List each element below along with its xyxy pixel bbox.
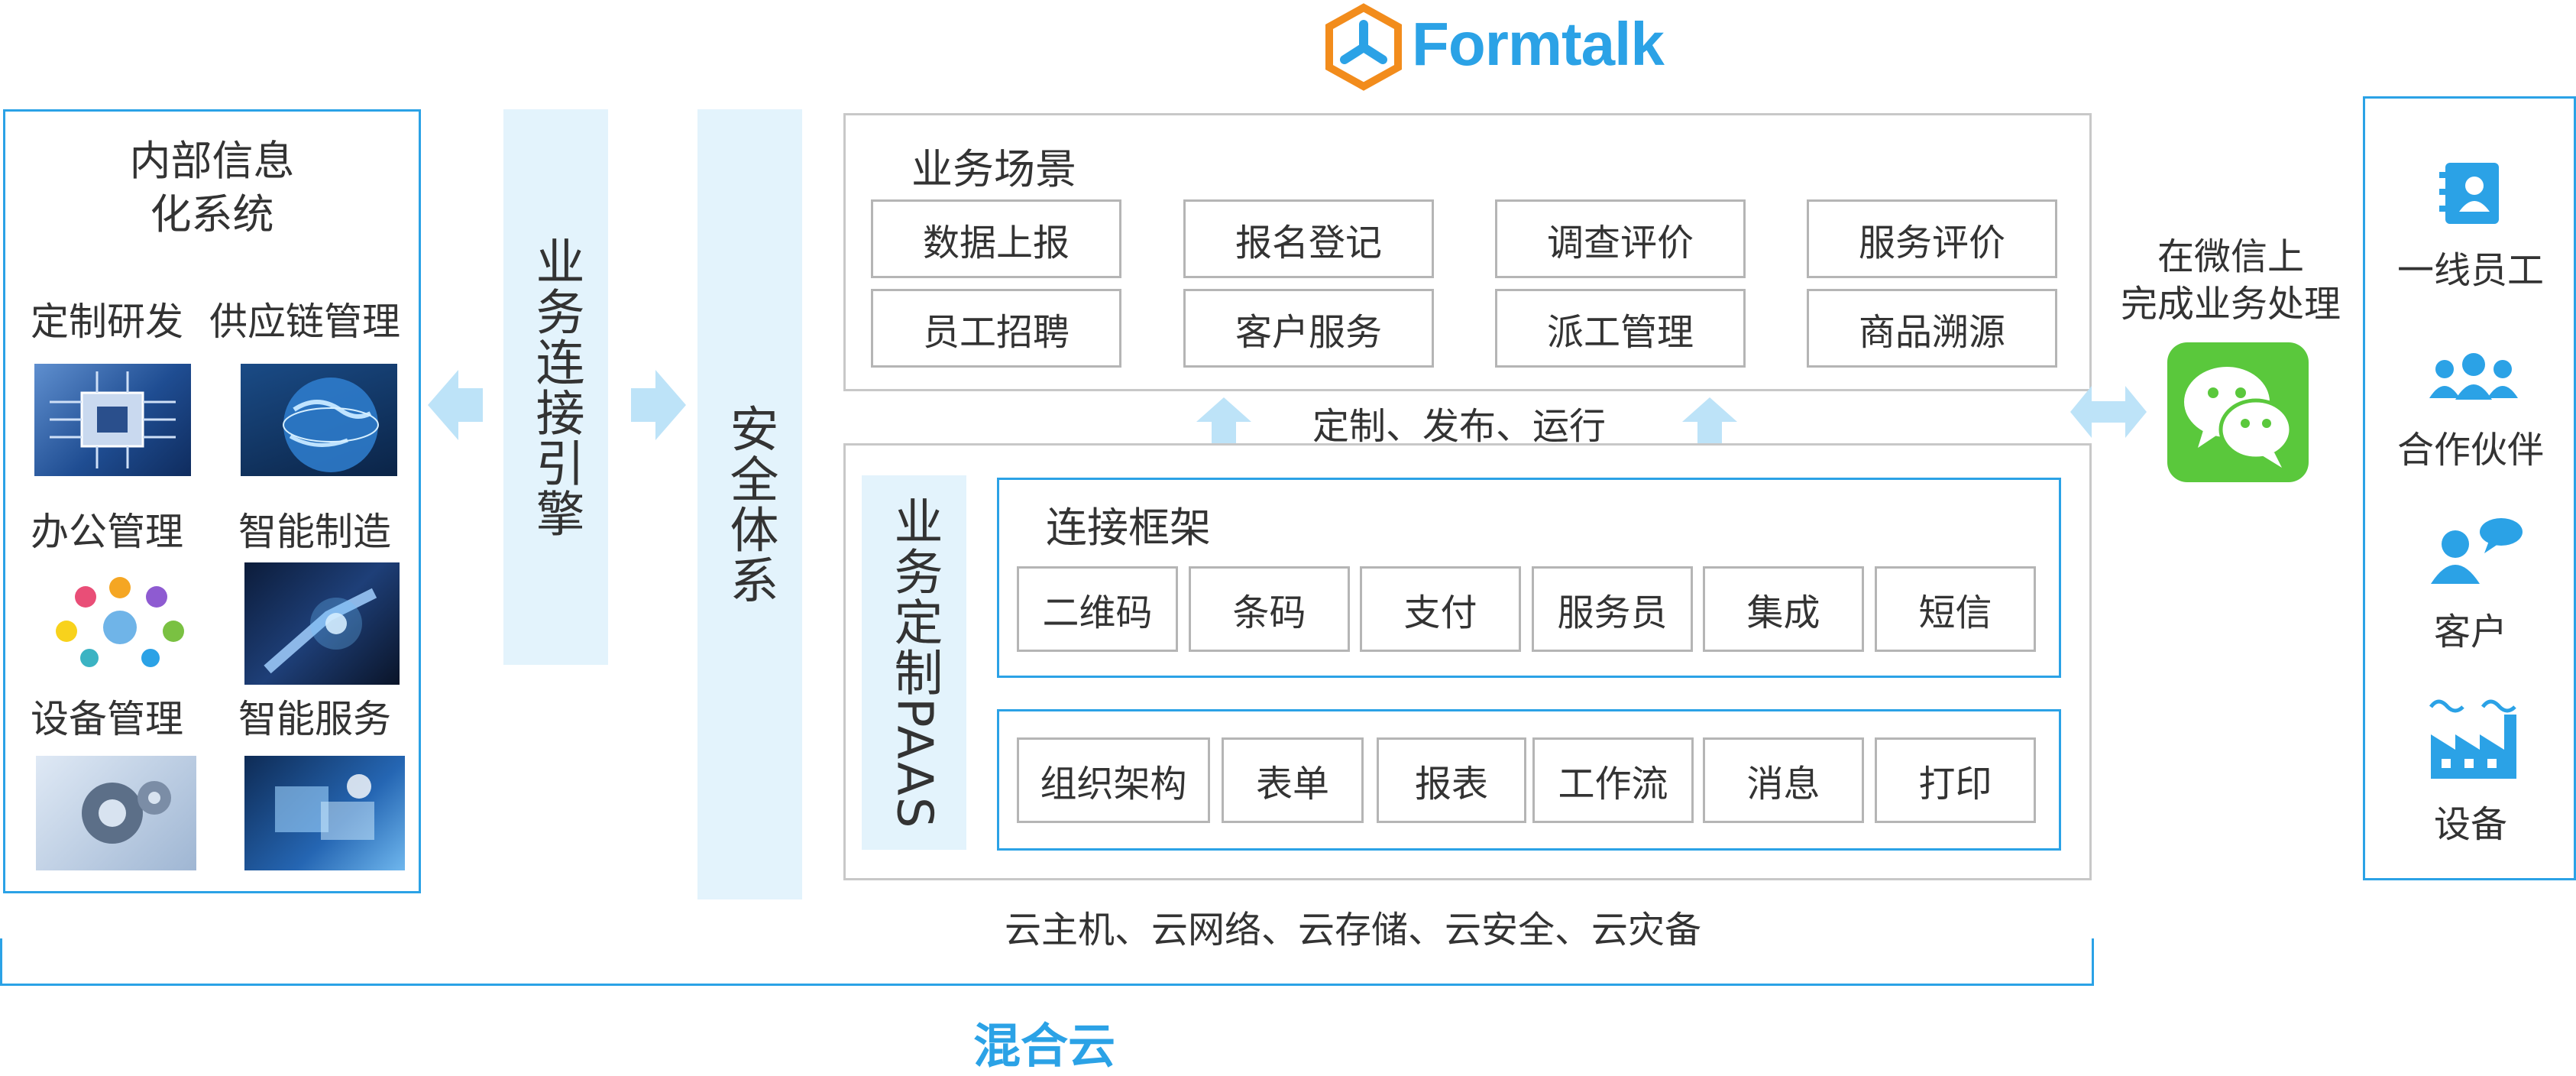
customer-chat-icon bbox=[2431, 518, 2523, 584]
wechat-icon bbox=[2167, 342, 2309, 482]
arrow-up-icon bbox=[1196, 397, 1251, 443]
flow-label: 定制、发布、运行 bbox=[1312, 405, 1607, 448]
scene-dispatch: 派工管理 bbox=[1495, 289, 1746, 368]
contact-book-icon bbox=[2439, 163, 2499, 224]
smart-service-image bbox=[244, 756, 405, 870]
connection-engine-band: 业务连接引擎 bbox=[503, 109, 608, 665]
internal-systems-title-line2: 化系统 bbox=[150, 190, 274, 238]
users-panel: 一线员工 合作伙伴 客户 设备 bbox=[2363, 96, 2576, 880]
arrow-double-horizontal-icon bbox=[2070, 386, 2147, 438]
logo-mark-icon bbox=[1325, 3, 1402, 91]
equipment-image bbox=[36, 756, 196, 870]
cloud-services-label: 云主机、云网络、云存储、云安全、云灾备 bbox=[1005, 909, 1702, 951]
formtalk-logo: Formtalk bbox=[1322, 0, 1665, 93]
core-print: 打印 bbox=[1875, 737, 2036, 823]
category-label-equipment: 设备管理 bbox=[31, 697, 183, 741]
business-scenes-panel: 业务场景 数据上报 报名登记 调查评价 服务评价 员工招聘 客户服务 派工管理 … bbox=[843, 113, 2092, 391]
partners-group-icon bbox=[2429, 353, 2518, 400]
category-label-rd: 定制研发 bbox=[31, 300, 183, 344]
wechat-caption-line2: 完成业务处理 bbox=[2120, 283, 2341, 326]
core-messages: 消息 bbox=[1703, 737, 1864, 823]
user-label-customer: 客户 bbox=[2433, 611, 2507, 653]
scene-recruitment: 员工招聘 bbox=[871, 289, 1121, 368]
user-label-frontline: 一线员工 bbox=[2396, 249, 2544, 292]
logo-text: Formtalk bbox=[1412, 10, 1665, 78]
arrow-up-icon bbox=[1682, 397, 1737, 443]
core-org-structure: 组织架构 bbox=[1017, 737, 1210, 823]
connect-service-staff: 服务员 bbox=[1532, 566, 1693, 652]
category-label-smart-manufacturing: 智能制造 bbox=[238, 510, 391, 554]
category-label-smart-service: 智能服务 bbox=[238, 697, 391, 741]
hybrid-cloud-bracket bbox=[0, 938, 2094, 986]
user-label-device: 设备 bbox=[2433, 803, 2507, 846]
paas-vertical-label: 业务定制PAAS bbox=[885, 495, 943, 830]
paas-vertical-band: 业务定制PAAS bbox=[862, 475, 966, 850]
arrow-left-icon bbox=[428, 370, 483, 440]
user-label-partners: 合作伙伴 bbox=[2396, 429, 2544, 472]
globe-image bbox=[241, 364, 397, 476]
connection-engine-label: 业务连接引擎 bbox=[527, 235, 584, 539]
office-network-image bbox=[44, 566, 204, 677]
connect-payment: 支付 bbox=[1360, 566, 1521, 652]
core-workflow: 工作流 bbox=[1532, 737, 1694, 823]
connect-sms: 短信 bbox=[1875, 566, 2036, 652]
wechat-caption: 在微信上 完成业务处理 bbox=[2093, 233, 2368, 328]
category-label-supply-chain: 供应链管理 bbox=[209, 300, 400, 344]
chip-image bbox=[34, 364, 191, 476]
wechat-caption-line1: 在微信上 bbox=[2157, 235, 2304, 278]
connect-barcode: 条码 bbox=[1189, 566, 1350, 652]
paas-panel: 业务定制PAAS 连接框架 二维码 条码 支付 服务员 集成 短信 组织架构 表… bbox=[843, 443, 2092, 880]
connect-qrcode: 二维码 bbox=[1017, 566, 1178, 652]
connect-integration: 集成 bbox=[1703, 566, 1864, 652]
scene-survey: 调查评价 bbox=[1495, 199, 1746, 278]
scene-data-report: 数据上报 bbox=[871, 199, 1121, 278]
connection-framework-box: 连接框架 二维码 条码 支付 服务员 集成 短信 bbox=[997, 478, 2061, 678]
factory-device-icon bbox=[2429, 699, 2516, 779]
scene-registration: 报名登记 bbox=[1183, 199, 1434, 278]
hybrid-cloud-title: 混合云 bbox=[973, 1018, 1116, 1074]
internal-systems-panel: 内部信息 化系统 定制研发 供应链管理 办公管理 智能制造 bbox=[3, 109, 421, 893]
category-label-office: 办公管理 bbox=[31, 510, 183, 554]
core-capability-box: 组织架构 表单 报表 工作流 消息 打印 bbox=[997, 709, 2061, 851]
scene-customer-service: 客户服务 bbox=[1183, 289, 1434, 368]
core-reports: 报表 bbox=[1377, 737, 1526, 823]
security-system-band: 安全体系 bbox=[697, 109, 802, 899]
internal-systems-title: 内部信息 化系统 bbox=[5, 134, 419, 241]
security-system-label: 安全体系 bbox=[721, 404, 778, 605]
scene-traceability: 商品溯源 bbox=[1807, 289, 2057, 368]
scene-service-review: 服务评价 bbox=[1807, 199, 2057, 278]
internal-systems-title-line1: 内部信息 bbox=[129, 137, 295, 185]
manufacturing-image bbox=[244, 562, 400, 685]
business-scenes-title: 业务场景 bbox=[911, 145, 1076, 193]
core-forms: 表单 bbox=[1222, 737, 1364, 823]
arrow-right-icon bbox=[631, 370, 686, 440]
connection-framework-title: 连接框架 bbox=[1046, 504, 1211, 552]
